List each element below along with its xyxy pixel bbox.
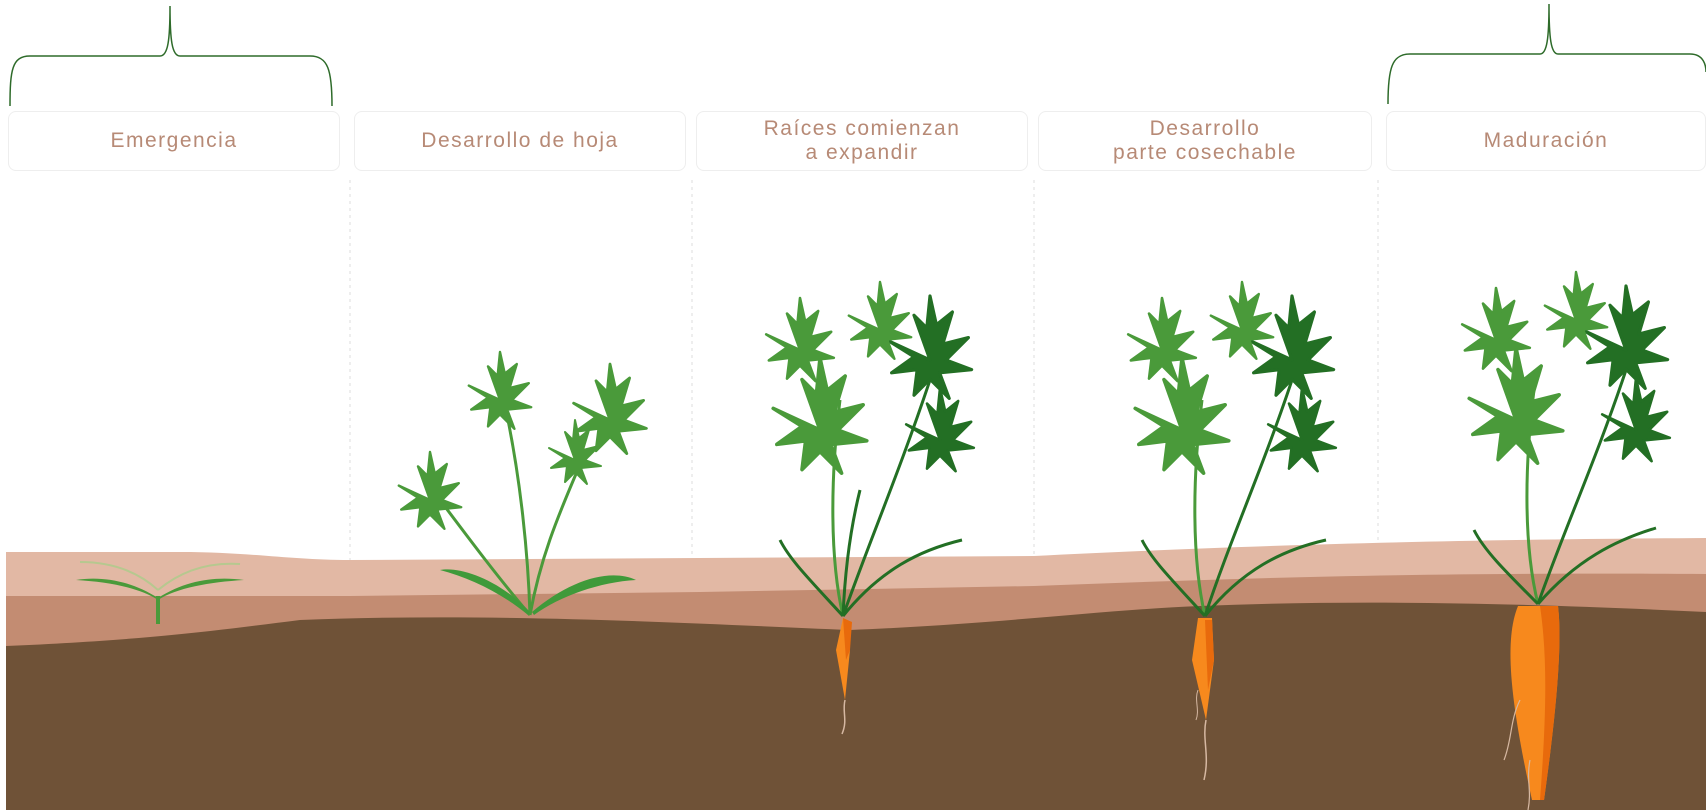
- stage-label-emergencia: Emergencia: [8, 111, 340, 171]
- stage-label-maduracion: Maduración: [1386, 111, 1706, 171]
- stage-label-cosechable: Desarrollo parte cosechable: [1038, 111, 1372, 171]
- stage-label-raices: Raíces comienzan a expandir: [696, 111, 1028, 171]
- stage-label-desarrollo-hoja: Desarrollo de hoja: [354, 111, 686, 171]
- bracket-right: [1388, 4, 1706, 104]
- bracket-left: [10, 6, 332, 106]
- soil-deep-layer: [6, 603, 1706, 810]
